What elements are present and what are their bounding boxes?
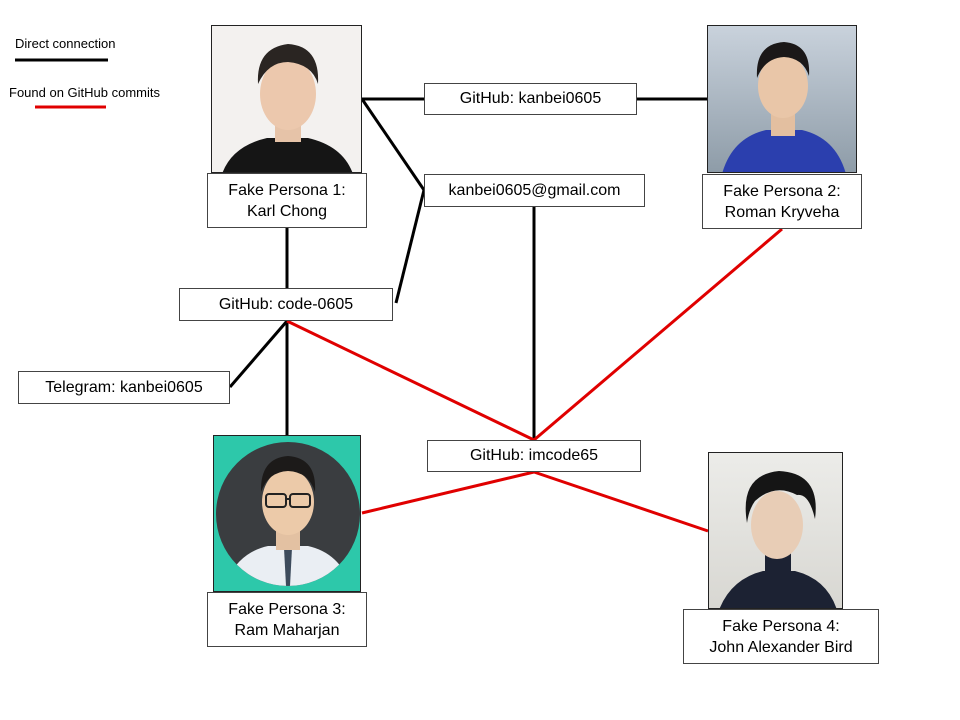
- link-github-code-telegram: [228, 320, 289, 388]
- persona-2-name: Roman Kryveha: [724, 203, 840, 221]
- persona-1-title: Fake Persona 1:: [228, 181, 346, 199]
- photo-karl-chong: [211, 25, 362, 173]
- link-karl-email: [360, 98, 426, 191]
- persona-1-name: Karl Chong: [246, 202, 328, 220]
- persona-3-label: Fake Persona 3: Ram Maharjan: [207, 592, 367, 647]
- link-imcode-ram: [361, 470, 535, 515]
- node-github-code-0605: GitHub: code-0605: [179, 288, 393, 321]
- legend-github-label: Found on GitHub commits: [9, 85, 161, 100]
- persona-3-title: Fake Persona 3:: [228, 600, 346, 618]
- legend-direct-label: Direct connection: [15, 36, 116, 51]
- link-imcode-john: [533, 470, 709, 533]
- link-github-code-imcode: [286, 319, 535, 442]
- link-roman-imcode: [533, 227, 783, 442]
- persona-4-label: Fake Persona 4: John Alexander Bird: [683, 609, 879, 664]
- node-telegram-kanbei0605: Telegram: kanbei0605: [18, 371, 230, 404]
- link-email-github-code: [394, 189, 426, 304]
- persona-4-title: Fake Persona 4:: [722, 617, 840, 635]
- photo-john-alexander-bird: [708, 452, 843, 609]
- node-github-imcode65: GitHub: imcode65: [427, 440, 641, 472]
- persona-1-label: Fake Persona 1: Karl Chong: [207, 173, 367, 228]
- photo-roman-kryveha: [707, 25, 857, 173]
- persona-3-name: Ram Maharjan: [234, 621, 340, 639]
- persona-2-title: Fake Persona 2:: [723, 182, 841, 200]
- persona-2-label: Fake Persona 2: Roman Kryveha: [702, 174, 862, 229]
- persona-4-name: John Alexander Bird: [709, 638, 853, 656]
- node-github-kanbei0605: GitHub: kanbei0605: [424, 83, 637, 115]
- node-email-kanbei0605: kanbei0605@gmail.com: [424, 174, 645, 207]
- photo-ram-maharjan: [213, 435, 361, 592]
